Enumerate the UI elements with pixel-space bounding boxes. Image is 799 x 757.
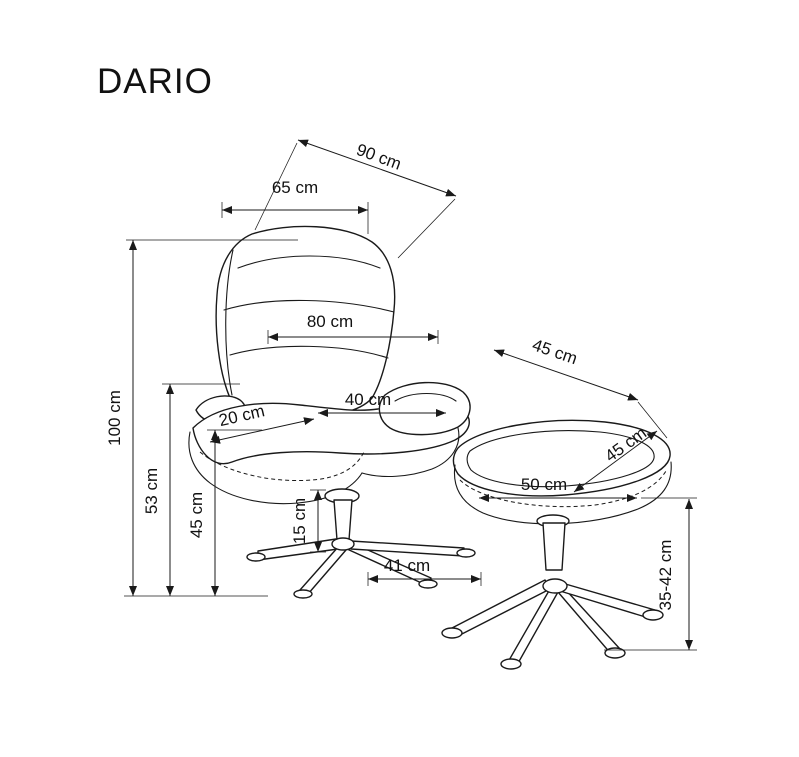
backrest-seam-top [237,255,381,269]
backrest-seam-low [229,345,389,359]
seat-stitch-line [199,451,365,482]
chair-base-hub [331,537,355,551]
chair-foot-3 [418,579,438,589]
dim-label-45cm-ottoman-depth: 45 cm [530,335,580,368]
dim-base-span: 41 cm [367,556,482,586]
dim-label-80cm: 80 cm [307,312,353,331]
ottoman-foot-4 [642,609,664,621]
dim-base-column-height: 15 cm [290,489,326,553]
backrest-side-line [225,249,234,396]
ottoman-foot-2 [500,658,522,670]
dim-armrest-height: 53 cm [142,383,240,596]
dim-back-width: 80 cm [267,312,439,344]
dim-label-35-42cm: 35-42 cm [656,540,675,611]
seat-shell-right [361,427,460,477]
product-title: DARIO [97,62,213,101]
ottoman-base-hub [542,578,568,594]
chair-foot-2 [293,589,313,599]
armrest-seam [394,393,457,402]
dim-ottoman-width: 50 cm [479,475,637,502]
dim-ottoman-height-range: 35-42 cm [604,497,697,651]
chair-foot-4 [456,548,476,558]
backrest-seam-mid [223,299,395,313]
ottoman-drawing [441,419,672,670]
dim-total-height: 100 cm [105,239,298,597]
chair-foot-1 [246,552,266,562]
dim-label-53cm: 53 cm [142,468,161,514]
dim-label-41cm: 41 cm [384,556,430,575]
dim-label-50cm: 50 cm [521,475,567,494]
ottoman-foot-1 [441,627,463,639]
ottoman-foot-3 [604,647,626,659]
chair-column [333,499,353,541]
dim-label-45cm-seat-height: 45 cm [187,492,206,538]
dim-label-15cm: 15 cm [290,498,309,544]
ottoman-column [542,522,566,571]
chair-right-armrest [378,381,471,436]
dim-seat-width: 40 cm [318,390,446,417]
dim-label-100cm: 100 cm [105,390,124,446]
dim-label-40cm: 40 cm [345,390,391,409]
dim-back-top-width: 65 cm [221,178,369,234]
